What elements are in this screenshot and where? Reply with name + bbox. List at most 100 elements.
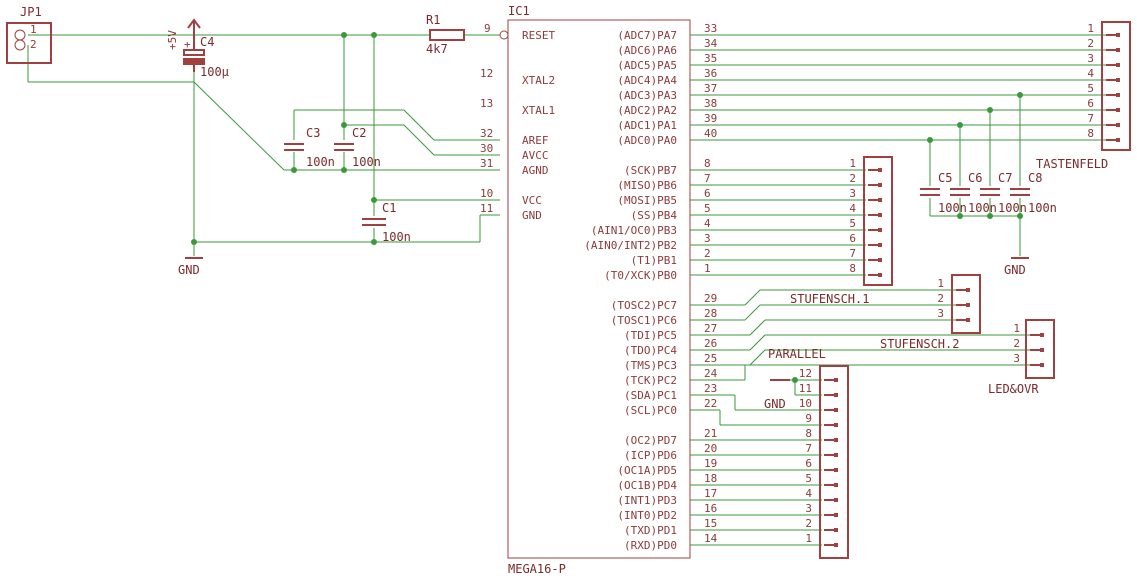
ic1-right-pin-label: (AIN1/OC0)PB3 (591, 224, 677, 237)
ic1-right-pin-number: 21 (704, 427, 717, 440)
ic1-name: IC1 (508, 4, 530, 18)
ic1-right-pin-label: (SCL)PC0 (624, 404, 677, 417)
header-pin-contact (834, 453, 838, 457)
ledovr-connector: 123 STUFENSCH.2 LED&OVR (880, 319, 1055, 396)
jp1-pin2-number: 2 (30, 38, 37, 51)
header-pin-number: 3 (1087, 52, 1094, 65)
ic1-right-pin-number: 17 (704, 487, 717, 500)
ic1-left-pin-label: XTAL2 (522, 74, 555, 87)
header-pin-number: 7 (849, 247, 856, 260)
c6-value: 100n (968, 201, 997, 215)
header-pin-contact (966, 288, 970, 292)
header-pin-number: 5 (1087, 82, 1094, 95)
ic1-left-pins: 9 RESET 12 XTAL2 13 XTAL1 32 AREF 30 AVC… (480, 22, 555, 222)
header-pin-contact (1040, 348, 1044, 352)
ic1-right-pin-number: 33 (704, 22, 717, 35)
ic1-right-pin-number: 1 (704, 262, 711, 275)
c2-name: C2 (352, 126, 366, 140)
c7-name: C7 (998, 171, 1012, 185)
header-pin-contact (878, 228, 882, 232)
header-pin-number: 5 (849, 217, 856, 230)
ic1-left-pin-number: 13 (480, 97, 493, 110)
header-pin-number: 7 (1087, 112, 1094, 125)
header-pin-contact (834, 513, 838, 517)
ic1-left-pin-label: VCC (522, 194, 542, 207)
ic1-right-pin-label: (ADC0)PA0 (617, 134, 677, 147)
header-pin-contact (1116, 123, 1120, 127)
header-pin-contact (878, 213, 882, 217)
ic1-left-pin-number: 12 (480, 67, 493, 80)
header-pin-number: 9 (805, 412, 812, 425)
c5-value: 100n (938, 201, 967, 215)
ic1-right-pin-label: (AIN0/INT2)PB2 (584, 239, 677, 252)
ic1-left-pin-label: XTAL1 (522, 104, 555, 117)
header-pin-contact (1040, 363, 1044, 367)
reset-inverter-bubble (499, 30, 509, 40)
ic1-right-pin-label: (ADC3)PA3 (617, 89, 677, 102)
header-pin-contact (834, 468, 838, 472)
ic1-right-pin-label: (SS)PB4 (631, 209, 678, 222)
ic1-right-pin-label: (INT0)PD2 (617, 509, 677, 522)
ic1-right-pin-number: 20 (704, 442, 717, 455)
jp1-connector: JP1 1 2 (6, 5, 52, 64)
ic1-value: MEGA16-P (508, 562, 566, 576)
gnd-label-left: GND (178, 263, 200, 277)
stufensch1-connector: 123 STUFENSCH.1 (790, 274, 981, 334)
ic1-right-pin-number: 4 (704, 217, 711, 230)
ic1-right-pin-label: (TDO)PC4 (624, 344, 677, 357)
header-pin-contact (966, 318, 970, 322)
c1-capacitor: C1 100n (362, 201, 411, 244)
ic1-right-pin-number: 7 (704, 172, 711, 185)
header-pin-number: 6 (849, 232, 856, 245)
ic1-right-pin-number: 8 (704, 157, 711, 170)
ic1-right-pin-label: (ADC1)PA1 (617, 119, 677, 132)
header-pin-contact (1116, 108, 1120, 112)
ic1-right-pin-number: 35 (704, 52, 717, 65)
header-pin-contact (1116, 78, 1120, 82)
ic1-right-pin-number: 24 (704, 367, 718, 380)
header-pin-contact (1116, 138, 1120, 142)
c5-name: C5 (938, 171, 952, 185)
header-pin-contact (834, 438, 838, 442)
header-pin-contact (878, 198, 882, 202)
header-pin-contact (966, 303, 970, 307)
header-pin-number: 1 (937, 277, 944, 290)
header-pin-contact (834, 408, 838, 412)
c5-capacitor: C5 100n (920, 171, 967, 215)
header-pin-contact (834, 393, 838, 397)
header-pin-contact (1116, 48, 1120, 52)
ic1-right-pin-label: (T0/XCK)PB0 (604, 269, 677, 282)
c2-value: 100n (352, 155, 381, 169)
ic1-right-pin-label: (T1)PB1 (631, 254, 677, 267)
ic1-right-pin-label: (TMS)PC3 (624, 359, 677, 372)
ic1-right-pin-number: 23 (704, 382, 717, 395)
header-pin-contact (878, 258, 882, 262)
header-pin-contact (1040, 333, 1044, 337)
c4-capacitor: + C4 100µ (183, 35, 229, 79)
ic1-right-pin-number: 29 (704, 292, 717, 305)
c4-polarity: + (184, 38, 191, 51)
gnd-symbol-left: GND (178, 257, 203, 277)
header-pin-contact (834, 528, 838, 532)
parallel-name: PARALLEL (768, 347, 826, 361)
ic1-right-pin-label: (INT1)PD3 (617, 494, 677, 507)
header-pin-number: 8 (849, 262, 856, 275)
header-pin-number: 8 (805, 427, 812, 440)
ic1-right-pin-label: (OC1A)PD5 (617, 464, 677, 477)
ledovr-name: LED&OVR (988, 382, 1039, 396)
header-pin-number: 3 (805, 502, 812, 515)
tastenfeld-name: TASTENFELD (1036, 157, 1108, 171)
ic1-left-pin-number: 10 (480, 187, 493, 200)
wires (27, 34, 1110, 546)
ic1-microcontroller: IC1 MEGA16-P 9 RESET 12 XTAL2 13 XTAL1 3… (480, 4, 718, 576)
jp1-pin2-pad (14, 39, 26, 51)
c7-value: 100n (998, 201, 1027, 215)
ic1-right-pin-label: (ADC5)PA5 (617, 59, 677, 72)
ic1-left-pin-number: 9 (484, 22, 491, 35)
c1-value: 100n (382, 230, 411, 244)
